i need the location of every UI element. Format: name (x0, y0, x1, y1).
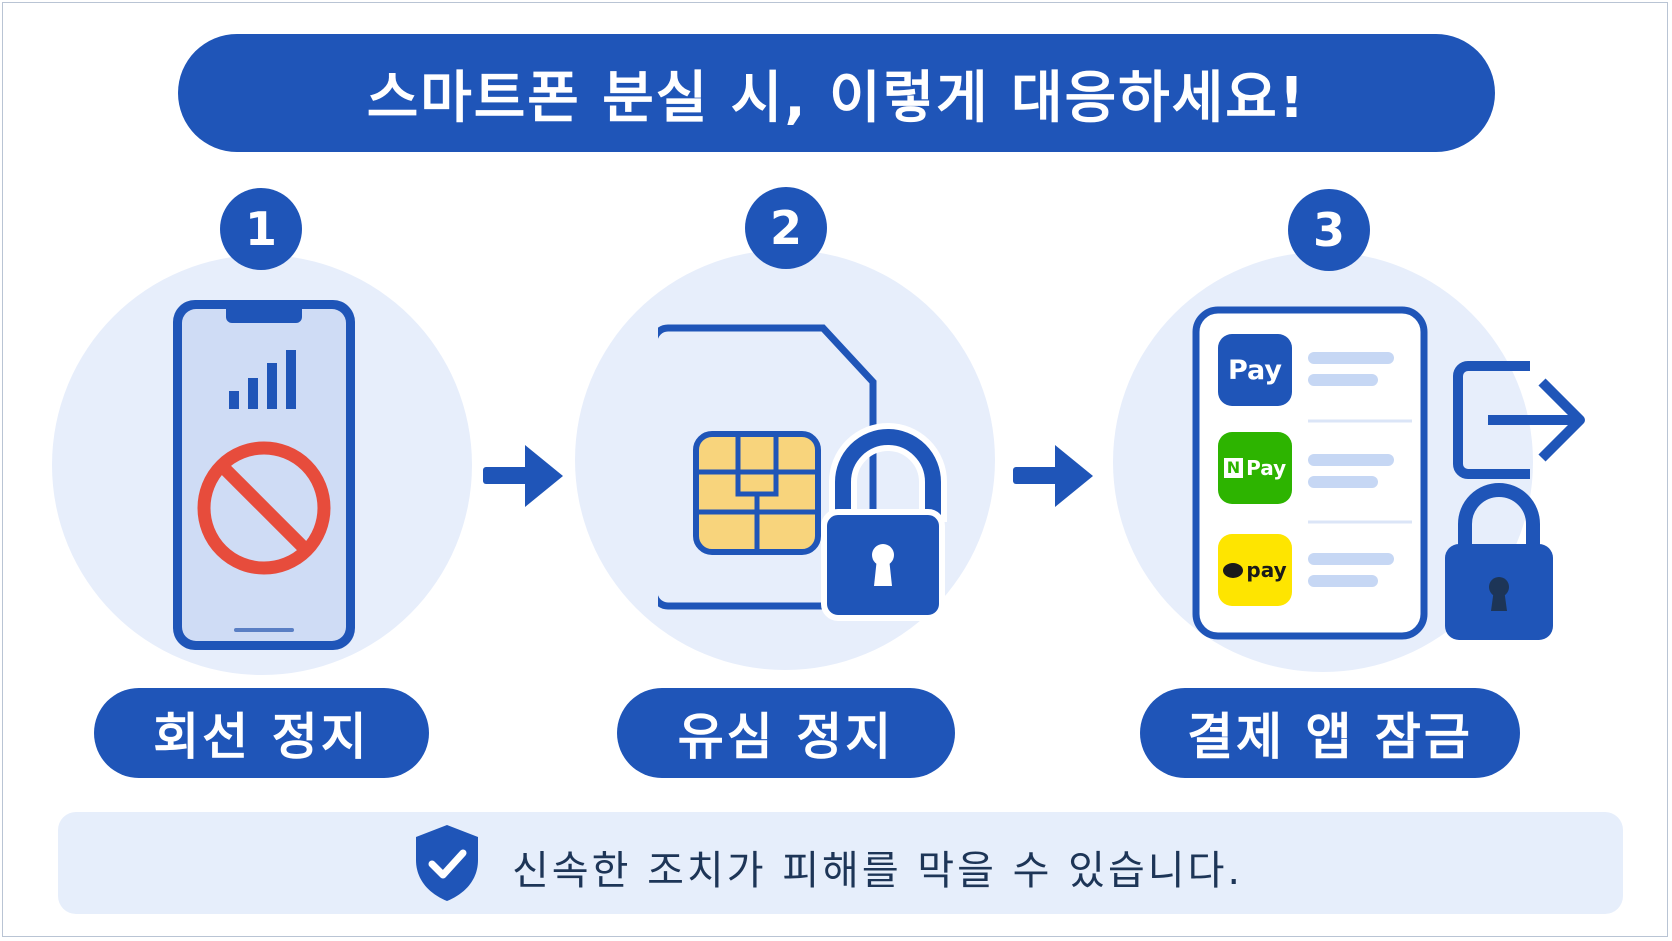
kakaopay-app-icon: pay (1218, 534, 1292, 606)
npay-logo: N (1223, 458, 1244, 478)
speech-bubble-icon (1223, 562, 1244, 578)
page-title: 스마트폰 분실 시, 이렇게 대응하세요! (366, 65, 1307, 131)
kakaopay-app-label: pay (1246, 558, 1287, 582)
footer-message: 신속한 조치가 피해를 막을 수 있습니다. (512, 848, 1244, 894)
step-2-badge: 2 (745, 187, 827, 269)
npay-app-label: Pay (1246, 456, 1287, 480)
title-banner: 스마트폰 분실 시, 이렇게 대응하세요! (178, 34, 1495, 152)
payment-lock-icon: Pay N Pay pay (1190, 304, 1590, 644)
step-3-badge: 3 (1288, 189, 1370, 271)
arrow-right-icon (483, 445, 563, 507)
step-2-label: 유심 정지 (617, 688, 955, 778)
step-1-badge: 1 (220, 188, 302, 270)
step-3-label: 결제 앱 잠금 (1140, 688, 1520, 778)
sim-lock-icon (658, 324, 947, 621)
shield-check-icon (416, 825, 478, 901)
npay-app-icon: N Pay (1218, 432, 1292, 504)
arrow-right-icon (1013, 445, 1093, 507)
phone-blocked-icon (173, 300, 355, 650)
footer-banner (58, 812, 1623, 914)
step-1-label: 회선 정지 (94, 688, 429, 778)
pay-app-label: Pay (1227, 354, 1283, 386)
pay-app-icon: Pay (1218, 334, 1292, 406)
